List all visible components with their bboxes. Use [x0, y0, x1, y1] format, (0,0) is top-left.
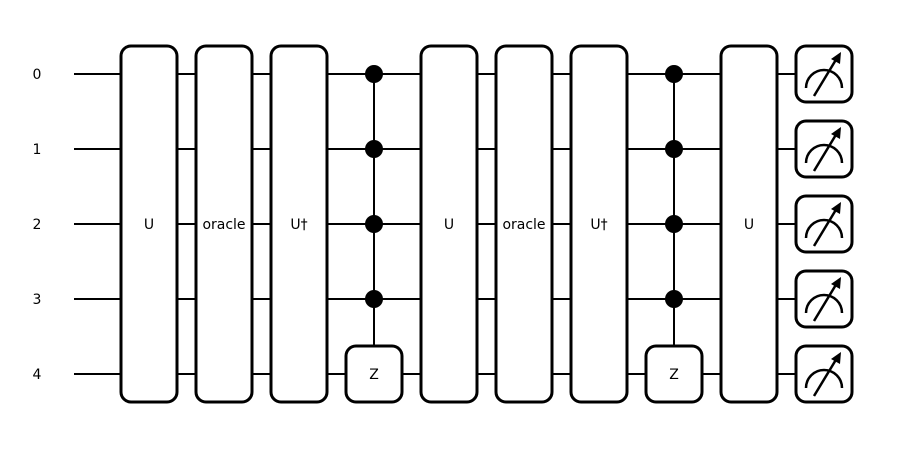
- wire-labels-layer: 0 1 2 3 4: [33, 67, 42, 383]
- gate-5-multi: oracle: [494, 44, 554, 404]
- gate-label: U: [744, 217, 754, 233]
- gate-box: [719, 44, 779, 404]
- target-box: [644, 344, 704, 404]
- control-dot: [665, 65, 683, 83]
- measure-icon: [794, 344, 854, 404]
- measure-box: [794, 269, 854, 329]
- gate-2-multi: U†: [269, 44, 329, 404]
- meter-arc: [804, 68, 844, 89]
- wire-label-4: 4: [33, 367, 42, 383]
- gate-7-controlled: Z: [644, 65, 704, 404]
- meter-arrowhead: [831, 352, 841, 364]
- control-dot: [665, 290, 683, 308]
- gate-box: [119, 44, 179, 404]
- gate-0-multi: U: [119, 44, 179, 404]
- meter-arrowhead: [831, 202, 841, 214]
- gate-box: [569, 44, 629, 404]
- meter-arrowhead: [831, 127, 841, 139]
- control-dot: [365, 290, 383, 308]
- control-dot: [665, 215, 683, 233]
- meter-arrowhead: [831, 277, 841, 289]
- gate-9-measure: [794, 44, 854, 404]
- measure-icon: [794, 194, 854, 254]
- meter-needle: [812, 357, 839, 397]
- measure-box: [794, 344, 854, 404]
- meter-needle: [812, 207, 839, 247]
- meter-arc: [804, 218, 844, 239]
- meter-needle: [812, 57, 839, 97]
- gate-4-multi: U: [419, 44, 479, 404]
- wire-label-0: 0: [33, 67, 42, 83]
- meter-needle: [812, 282, 839, 322]
- wire-label-1: 1: [33, 142, 42, 158]
- meter-needle: [812, 132, 839, 172]
- measure-box: [794, 194, 854, 254]
- control-dot: [365, 140, 383, 158]
- gate-1-multi: oracle: [194, 44, 254, 404]
- gate-box: [494, 44, 554, 404]
- gate-8-multi: U: [719, 44, 779, 404]
- target-label: Z: [369, 367, 379, 383]
- gate-box: [419, 44, 479, 404]
- measure-box: [794, 119, 854, 179]
- wire-label-2: 2: [33, 217, 42, 233]
- control-dot: [365, 215, 383, 233]
- gate-box: [269, 44, 329, 404]
- control-dot: [365, 65, 383, 83]
- gate-label: U†: [590, 217, 607, 233]
- meter-arrowhead: [831, 52, 841, 64]
- gate-label: U†: [290, 217, 307, 233]
- meter-arc: [804, 368, 844, 389]
- gate-3-controlled: Z: [344, 65, 404, 404]
- measure-icon: [794, 119, 854, 179]
- gate-label: U: [444, 217, 454, 233]
- target-box: [344, 344, 404, 404]
- measure-icon: [794, 44, 854, 104]
- wire-label-3: 3: [33, 292, 42, 308]
- gate-box: [194, 44, 254, 404]
- measure-icon: [794, 269, 854, 329]
- gate-label: U: [144, 217, 154, 233]
- gate-6-multi: U†: [569, 44, 629, 404]
- measure-box: [794, 44, 854, 104]
- gate-label: oracle: [502, 217, 545, 233]
- meter-arc: [804, 143, 844, 164]
- gate-label: oracle: [202, 217, 245, 233]
- meter-arc: [804, 293, 844, 314]
- control-dot: [665, 140, 683, 158]
- target-label: Z: [669, 367, 679, 383]
